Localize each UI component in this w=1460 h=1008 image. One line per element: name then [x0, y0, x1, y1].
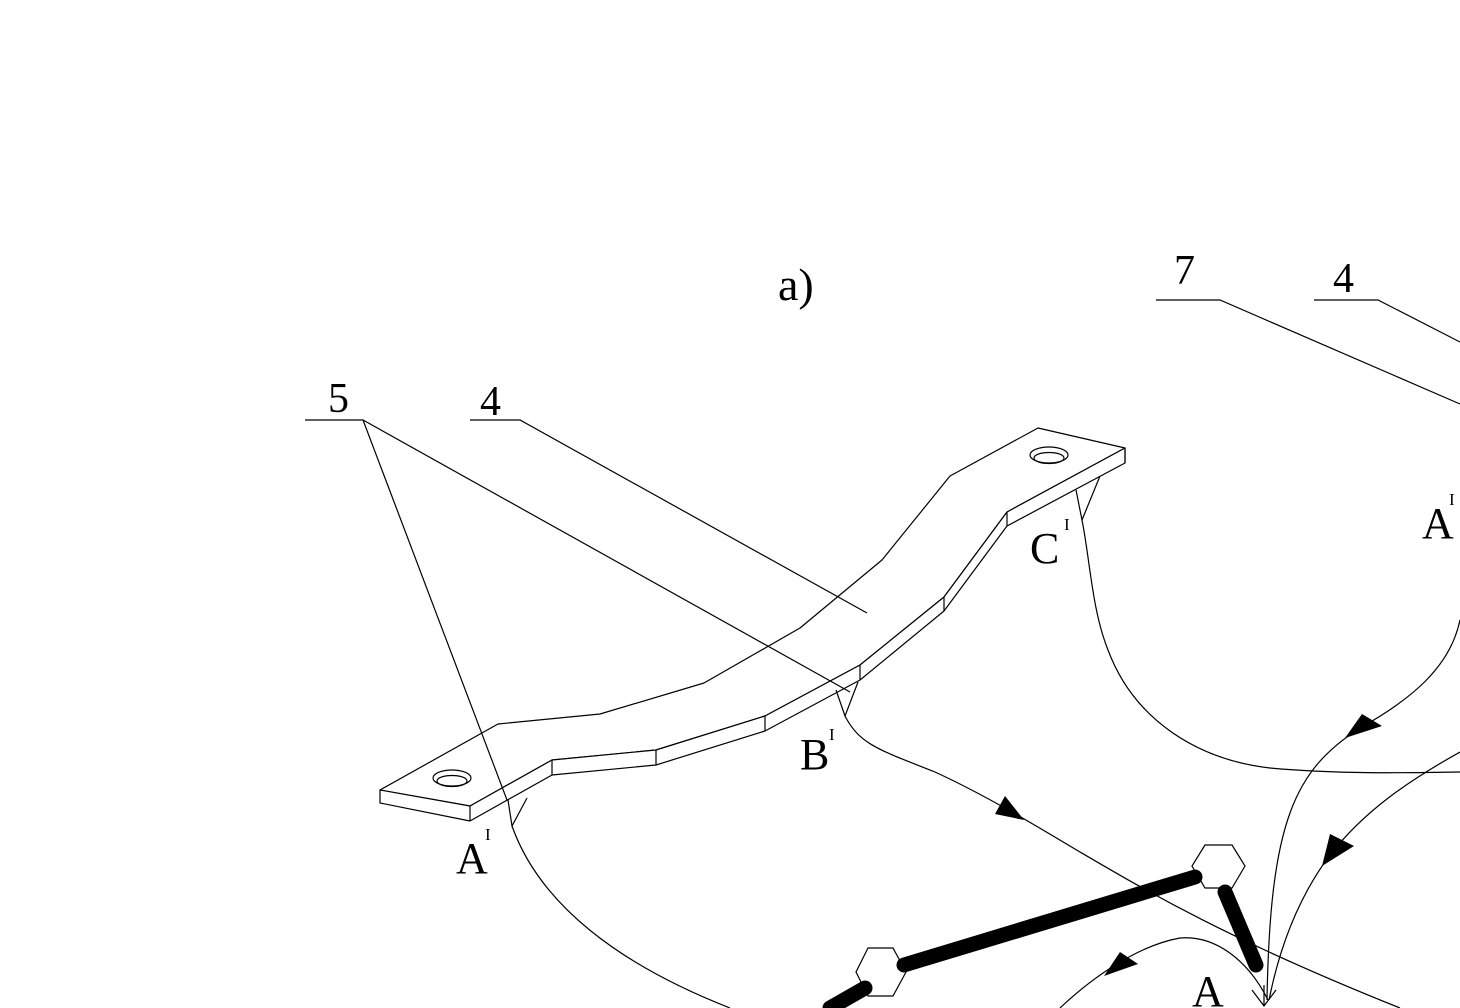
svg-text:I: I [485, 825, 491, 844]
svg-text:A: A [456, 834, 488, 883]
leader-4-left [470, 419, 868, 614]
linkage-mechanism [822, 844, 1277, 1008]
arrow-curve-b [995, 796, 1024, 820]
callout-4-left: 4 [480, 379, 501, 425]
bracket-top-face [379, 427, 1126, 807]
leader-7 [1156, 299, 1460, 405]
joint-left [855, 947, 907, 997]
point-label-c-left: C I [1030, 515, 1070, 573]
point-label-a-right: A I [1422, 490, 1455, 548]
rod-left [822, 980, 873, 1008]
joint-right [1191, 844, 1246, 889]
curve-bottom-loop [1059, 937, 1269, 1008]
leader-lines [305, 299, 1460, 801]
leader-4-right [1314, 299, 1460, 343]
hole-left [432, 769, 472, 788]
point-label-a-left: A I [456, 825, 491, 883]
curve-from-c-left [1081, 519, 1460, 774]
svg-text:I: I [1064, 515, 1070, 534]
contact-mark-a-left [507, 797, 528, 828]
svg-text:A: A [1422, 499, 1454, 548]
curve-from-a-left [511, 825, 731, 1008]
leader-5 [305, 419, 851, 801]
svg-text:B: B [800, 730, 829, 779]
svg-text:I: I [1449, 490, 1455, 509]
arrow-curve-a-right [1345, 714, 1382, 738]
curve-right-lower [1268, 751, 1460, 1001]
arrow-curve-lower [1322, 834, 1354, 866]
hole-right [1029, 446, 1069, 465]
rod-main [896, 869, 1203, 973]
svg-text:C: C [1030, 524, 1059, 573]
bracket-part [379, 427, 1126, 822]
support-arrow-a [1251, 985, 1277, 1007]
callout-5: 5 [328, 376, 349, 422]
bracket-thickness-edge [469, 448, 1126, 821]
point-label-a-bottom: A [1192, 967, 1224, 1008]
panel-label: a) [778, 259, 814, 310]
point-label-b-left: B I [800, 725, 835, 779]
arrow-curve-loop [1104, 952, 1138, 976]
curve-from-a-right [1266, 619, 1460, 1001]
svg-text:I: I [829, 725, 835, 744]
callout-4-right: 4 [1333, 256, 1354, 302]
callout-7: 7 [1174, 248, 1195, 294]
svg-text:A: A [1192, 967, 1224, 1008]
rod-right [1217, 884, 1264, 973]
arrowheads [995, 714, 1382, 976]
